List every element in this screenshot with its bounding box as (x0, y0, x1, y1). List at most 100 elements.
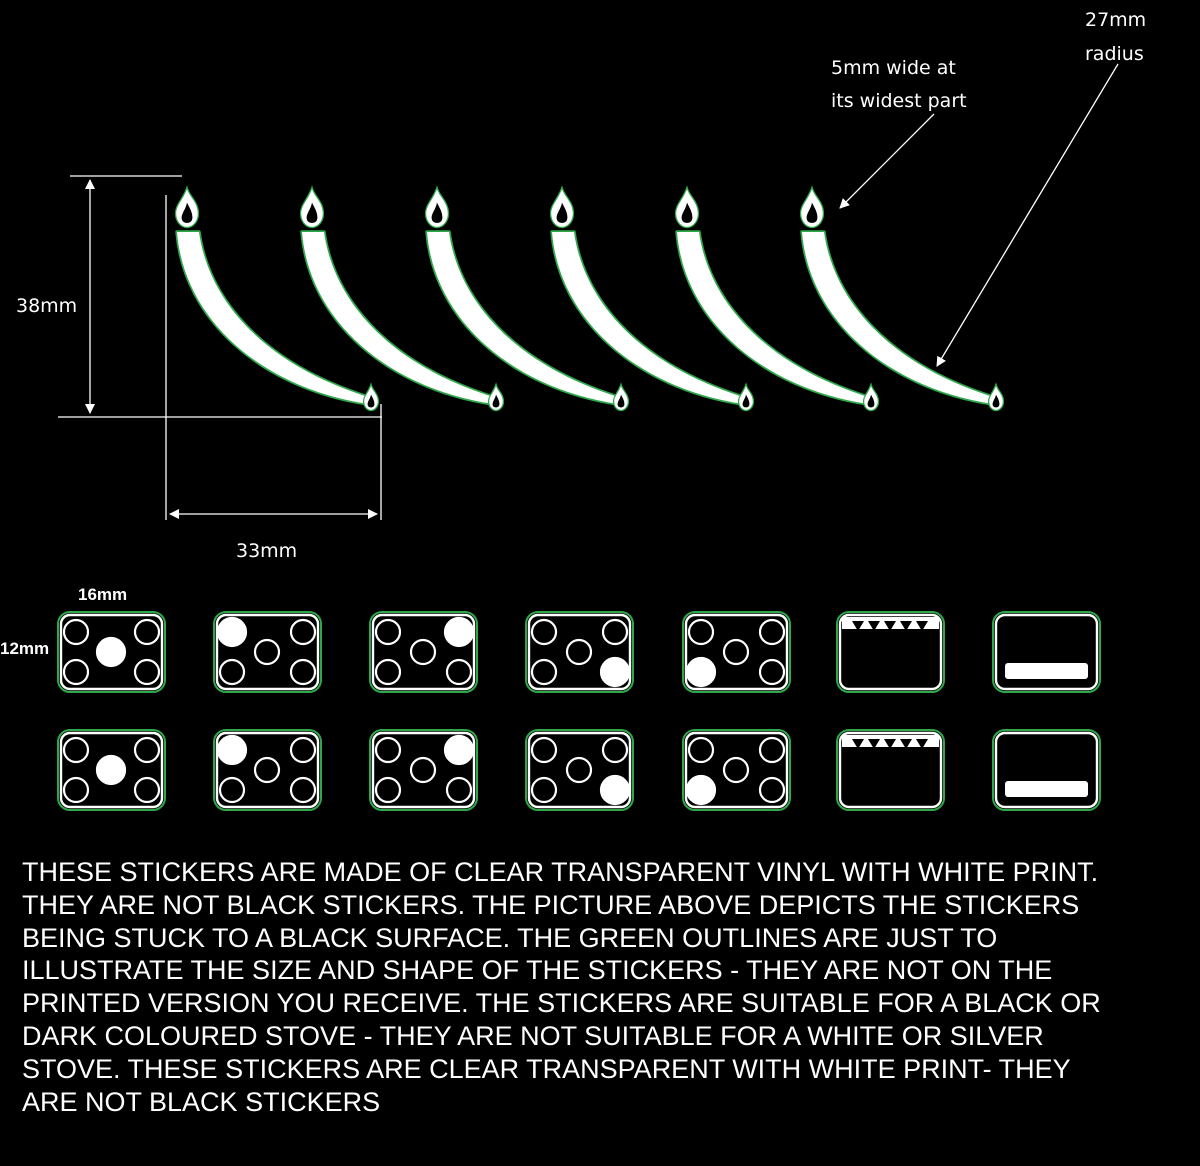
flame-sticker (174, 185, 380, 412)
notice-line: ARE NOT BLACK STICKERS (22, 1086, 381, 1117)
burner-icon (133, 776, 161, 804)
active-burner-icon (685, 774, 717, 806)
active-burner-icon (216, 734, 248, 766)
flame-sticker (424, 185, 630, 412)
burner-icon (289, 618, 317, 646)
notice-line: BEING STUCK TO A BLACK SURFACE. THE GREE… (22, 922, 998, 953)
active-burner-icon (443, 616, 475, 648)
hob-sticker-top-left (213, 729, 322, 811)
small-flame-icon (987, 382, 1005, 412)
burner-icon (445, 658, 473, 686)
burner-icon (253, 638, 281, 666)
hob-sticker-bottom-right (525, 611, 634, 693)
burner-icon (758, 776, 786, 804)
sticker-height-label: 12mm (0, 639, 49, 658)
burner-icon (687, 618, 715, 646)
small-flame-icon (737, 382, 755, 412)
burner-icon (530, 736, 558, 764)
notice-line: THESE STICKERS ARE MADE OF CLEAR TRANSPA… (22, 857, 1099, 887)
width-label-line1: 5mm wide at (831, 57, 956, 79)
grill-element-icon (884, 739, 896, 749)
hob-sticker-top-right (369, 729, 478, 811)
burner-icon (722, 756, 750, 784)
burner-icon (133, 736, 161, 764)
active-burner-icon (685, 656, 717, 688)
grill-element-icon (900, 739, 912, 749)
hob-sticker-top-right (369, 611, 478, 693)
burner-icon (758, 736, 786, 764)
flame-sticker (674, 185, 880, 412)
width-pointer-arrow (839, 113, 935, 209)
burner-icon (62, 736, 90, 764)
burner-icon (374, 618, 402, 646)
radius-pointer-arrow (936, 63, 1119, 367)
notice-line: ILLUSTRATE THE SIZE AND SHAPE OF THE STI… (22, 955, 1053, 986)
small-flame-icon (487, 382, 505, 412)
burner-icon (374, 736, 402, 764)
notice-line: THEY ARE NOT BLACK STICKERS. THE PICTURE… (22, 889, 1080, 920)
large-flame-icon (799, 185, 825, 229)
large-flame-icon (549, 185, 575, 229)
grill-element-icon (884, 621, 896, 631)
flame-sticker (799, 185, 1005, 412)
sticker-width-label: 16mm (78, 585, 127, 604)
burner-icon (289, 658, 317, 686)
grill-element-icon (916, 739, 928, 749)
burner-icon (62, 618, 90, 646)
flame-sticker-row (174, 185, 1005, 412)
active-burner-icon (95, 636, 127, 668)
burner-icon (218, 658, 246, 686)
burner-icon (218, 776, 246, 804)
burner-icon (565, 756, 593, 784)
hob-sticker-center (57, 611, 166, 693)
small-flame-icon (362, 382, 380, 412)
burner-icon (687, 736, 715, 764)
radius-label-line2: radius (1085, 43, 1144, 65)
grill-element-icon (868, 621, 880, 631)
height-label: 38mm (16, 295, 77, 317)
hob-sticker-grill (836, 729, 945, 811)
notice-line: DARK COLOURED STOVE - THEY ARE NOT SUITA… (22, 1020, 1044, 1051)
sticker-diagram: 27mm radius 5mm wide at its widest part … (0, 9, 1146, 811)
notice-line: STOVE. THESE STICKERS ARE CLEAR TRANSPAR… (22, 1053, 1071, 1084)
radius-label-line1: 27mm (1085, 9, 1146, 31)
small-flame-icon (862, 382, 880, 412)
large-flame-icon (299, 185, 325, 229)
active-burner-icon (95, 754, 127, 786)
active-burner-icon (599, 656, 631, 688)
notice-text: THESE STICKERS ARE MADE OF CLEAR TRANSPA… (22, 856, 1192, 1118)
grill-element-icon (852, 621, 864, 631)
flame-sticker (549, 185, 755, 412)
notice-line: PRINTED VERSION YOU RECEIVE. THE STICKER… (22, 988, 1101, 1019)
active-burner-icon (443, 734, 475, 766)
hob-sticker-bottom-left (682, 611, 791, 693)
burner-icon (253, 756, 281, 784)
burner-icon (409, 756, 437, 784)
burner-icon (289, 776, 317, 804)
burner-icon (374, 776, 402, 804)
hob-sticker-grill (836, 611, 945, 693)
active-burner-icon (216, 616, 248, 648)
hob-sticker-bottom-left (682, 729, 791, 811)
hob-sticker-oven (992, 611, 1101, 693)
burner-icon (133, 658, 161, 686)
large-flame-icon (424, 185, 450, 229)
dimension-lines (58, 63, 1119, 520)
hob-sticker-grid (57, 611, 1101, 811)
burner-icon (445, 776, 473, 804)
large-flame-icon (174, 185, 200, 229)
burner-icon (62, 776, 90, 804)
grill-element-icon (916, 621, 928, 631)
width-label-line2: its widest part (831, 90, 967, 112)
burner-icon (565, 638, 593, 666)
burner-icon (409, 638, 437, 666)
burner-icon (62, 658, 90, 686)
grill-element-icon (900, 621, 912, 631)
burner-icon (722, 638, 750, 666)
large-flame-icon (674, 185, 700, 229)
burner-icon (530, 658, 558, 686)
burner-icon (289, 736, 317, 764)
burner-icon (374, 658, 402, 686)
flame-sticker (299, 185, 505, 412)
hob-sticker-oven (992, 729, 1101, 811)
